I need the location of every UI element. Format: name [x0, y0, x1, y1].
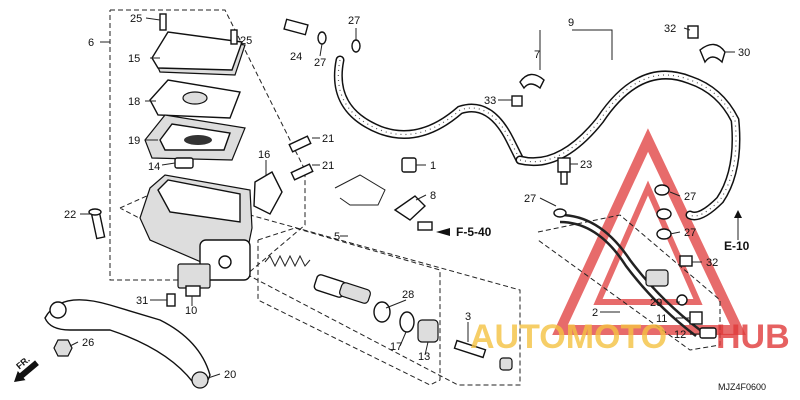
callout-22: 22 — [64, 209, 76, 221]
callout-21a: 21 — [322, 133, 334, 145]
clamp-7 — [519, 73, 545, 90]
screw-31 — [166, 293, 176, 307]
ref-e10-label: E-10 — [724, 239, 750, 253]
watermark-text-1: AUTOMOTO — [470, 318, 667, 356]
callout-15: 15 — [128, 53, 140, 65]
callout-11: 11 — [656, 313, 667, 325]
callout-8: 8 — [430, 190, 436, 202]
pipe-outline — [537, 214, 721, 351]
bolt-21b — [290, 163, 314, 181]
callout-29: 29 — [650, 297, 662, 309]
clutch-pipe — [559, 213, 701, 337]
kit-outline — [109, 9, 306, 281]
callout-21b: 21 — [322, 160, 334, 172]
front-arrow-icon — [14, 360, 39, 382]
callout-31: 31 — [136, 295, 148, 307]
clutch-hose — [333, 55, 525, 165]
callout-32a: 32 — [664, 23, 676, 35]
piston-kit-outline — [257, 227, 441, 386]
stay-8 — [393, 195, 433, 231]
bracket-outline — [334, 174, 386, 206]
washer-27a — [317, 31, 327, 45]
piston — [313, 274, 371, 304]
reference-f540: F-5-40 — [436, 225, 492, 239]
clutch-hose-right — [515, 70, 741, 221]
pivot-bolt-22 — [88, 208, 106, 240]
circlip-17 — [399, 311, 415, 333]
watermark-text: AUTOMOTO HUB — [470, 318, 790, 356]
callout-14: 14 — [148, 161, 160, 173]
bolt-23 — [557, 157, 571, 185]
callout-5: 5 — [334, 231, 340, 243]
push-rod — [453, 339, 513, 371]
callout-13: 13 — [418, 351, 430, 363]
watermark-triangle-inner — [593, 180, 703, 305]
callout-3: 3 — [465, 311, 471, 323]
watermark-triangle-outer — [552, 128, 746, 335]
fittings-right — [553, 184, 717, 339]
callout-25a: 25 — [130, 13, 142, 25]
callout-2: 2 — [592, 307, 598, 319]
callout-30: 30 — [738, 47, 750, 59]
screw-25a — [159, 13, 167, 31]
bushing-13 — [417, 319, 439, 343]
watermark-text-2: HUB — [716, 318, 790, 356]
callout-17: 17 — [390, 341, 402, 353]
callout-27d: 27 — [684, 191, 696, 203]
clamp-30 — [699, 43, 726, 64]
spring — [264, 254, 311, 268]
leader-lines — [69, 17, 739, 379]
callout-27c: 27 — [524, 193, 536, 205]
clutch-switch — [177, 263, 211, 297]
callout-27b: 27 — [314, 57, 326, 69]
callout-23: 23 — [580, 159, 592, 171]
callout-10: 10 — [185, 305, 197, 317]
reference-e10: E-10 — [724, 210, 750, 253]
callout-1: 1 — [430, 160, 436, 172]
nut-26 — [53, 339, 73, 357]
screw-25b — [230, 29, 238, 45]
callout-12: 12 — [674, 329, 686, 341]
master-cylinder-body — [139, 174, 253, 281]
callout-28: 28 — [402, 289, 414, 301]
diaphragm-plate — [149, 79, 241, 119]
clamp-1 — [401, 157, 417, 173]
callout-33: 33 — [484, 95, 496, 107]
callout-32b: 32 — [706, 257, 718, 269]
callout-labels: 25 25 6 15 18 19 14 22 16 21 21 24 27 27… — [64, 13, 750, 381]
bolt-32 — [687, 25, 699, 39]
callout-26: 26 — [82, 337, 94, 349]
callout-19: 19 — [128, 135, 140, 147]
watermark-logo — [552, 128, 746, 335]
ref-f540-label: F-5-40 — [456, 225, 492, 239]
boot-28 — [373, 301, 391, 323]
callout-6: 6 — [88, 37, 94, 49]
callout-24: 24 — [290, 51, 302, 63]
banjo-bolt-24 — [283, 18, 309, 36]
callout-25b: 25 — [240, 35, 252, 47]
float-14 — [174, 157, 194, 169]
washer-27b — [351, 39, 361, 53]
callout-9: 9 — [568, 17, 574, 29]
diagram-code: MJZ4F0600 — [718, 382, 766, 392]
callout-20: 20 — [224, 369, 236, 381]
bolt-21a — [288, 135, 312, 153]
reservoir-cap — [151, 31, 246, 76]
diaphragm — [144, 114, 246, 161]
callout-27e: 27 — [684, 227, 696, 239]
callout-18: 18 — [128, 96, 140, 108]
callout-27a: 27 — [348, 15, 360, 27]
callout-16: 16 — [258, 149, 270, 161]
bolt-33 — [511, 95, 523, 107]
holder-16 — [253, 171, 283, 215]
callout-7: 7 — [534, 49, 540, 61]
clutch-lever — [44, 299, 211, 389]
front-arrow: FR. — [14, 354, 39, 382]
